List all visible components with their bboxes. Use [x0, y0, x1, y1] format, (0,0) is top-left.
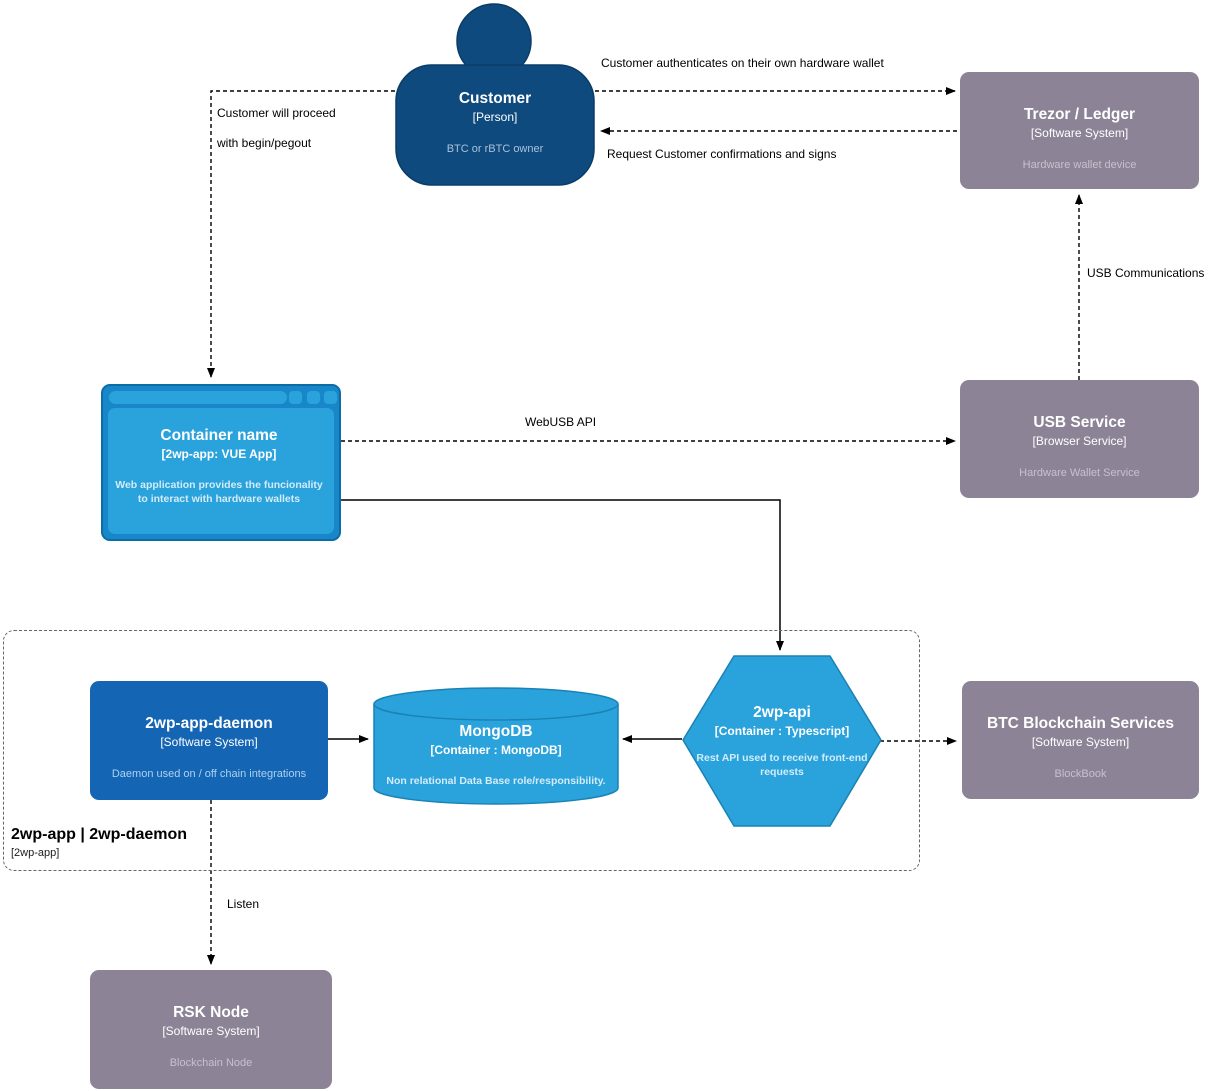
rsk-node[interactable]: RSK Node [Software System] Blockchain No…	[90, 970, 332, 1089]
usb-service-node[interactable]: USB Service [Browser Service] Hardware W…	[960, 380, 1199, 498]
btc-services-node[interactable]: BTC Blockchain Services [Software System…	[962, 681, 1199, 799]
api-subtitle: [Container : Typescript]	[714, 724, 850, 739]
customer-subtitle: [Person]	[472, 110, 518, 125]
customer-desc: BTC or rBTC owner	[446, 142, 544, 155]
browser-button-1	[289, 391, 302, 404]
edge-label-webusb: WebUSB API	[525, 415, 597, 429]
edge-webapp-api	[341, 499, 784, 651]
boundary-2wp-app[interactable]	[3, 630, 920, 871]
edge-label-proceed-line2: with begin/pegout	[217, 136, 312, 150]
browser-address-bar	[109, 391, 287, 404]
boundary-subtitle: [2wp-app]	[11, 847, 60, 859]
trezor-subtitle: [Software System]	[1030, 126, 1129, 141]
customer-node[interactable]: Customer [Person] BTC or rBTC owner	[395, 65, 595, 185]
mongodb-title: MongoDB	[459, 723, 533, 740]
daemon-title: 2wp-app-daemon	[145, 715, 273, 732]
customer-title: Customer	[458, 90, 532, 107]
mongodb-desc: Non relational Data Base role/responsibi…	[386, 774, 606, 787]
api-desc: Rest API used to receive front-end reque…	[696, 751, 868, 778]
daemon-desc: Daemon used on / off chain integrations	[111, 767, 307, 780]
api-title: 2wp-api	[753, 704, 811, 721]
api-node[interactable]: 2wp-api [Container : Typescript] Rest AP…	[682, 655, 882, 825]
edge-customer-webapp	[207, 90, 395, 378]
trezor-node[interactable]: Trezor / Ledger [Software System] Hardwa…	[960, 72, 1199, 189]
btc-services-desc: BlockBook	[1054, 767, 1107, 780]
rsk-subtitle: [Software System]	[162, 1024, 260, 1039]
usb-service-title: USB Service	[1033, 414, 1126, 431]
boundary-title: 2wp-app | 2wp-daemon	[11, 826, 188, 843]
usb-service-desc: Hardware Wallet Service	[1019, 466, 1140, 479]
mongodb-subtitle: [Container : MongoDB]	[430, 743, 562, 758]
webapp-node[interactable]: Container name [2wp-app: VUE App] Web ap…	[106, 406, 332, 532]
edge-label-usb-communications: USB Communications	[1087, 266, 1205, 280]
browser-button-3	[324, 391, 337, 404]
webapp-title: Container name	[160, 427, 278, 444]
edge-label-authenticate: Customer authenticates on their own hard…	[601, 56, 884, 70]
browser-button-2	[307, 391, 320, 404]
daemon-node[interactable]: 2wp-app-daemon [Software System] Daemon …	[90, 681, 328, 800]
daemon-subtitle: [Software System]	[160, 735, 258, 750]
rsk-desc: Blockchain Node	[169, 1056, 253, 1069]
usb-service-subtitle: [Browser Service]	[1032, 434, 1127, 449]
btc-services-subtitle: [Software System]	[1031, 735, 1130, 750]
btc-services-title: BTC Blockchain Services	[987, 715, 1174, 732]
trezor-desc: Hardware wallet device	[1022, 158, 1137, 171]
edge-label-proceed-line1: Customer will proceed	[217, 106, 336, 120]
browser-content-panel	[108, 408, 334, 534]
webapp-browser-window[interactable]	[101, 384, 341, 541]
webapp-desc: Web application provides the funcionalit…	[115, 478, 323, 505]
edge-label-listen: Listen	[227, 897, 260, 911]
edge-label-confirmations: Request Customer confirmations and signs	[607, 147, 837, 161]
webapp-subtitle: [2wp-app: VUE App]	[161, 447, 277, 462]
trezor-title: Trezor / Ledger	[1023, 106, 1136, 123]
mongodb-node[interactable]: MongoDB [Container : MongoDB] Non relati…	[373, 687, 619, 805]
rsk-title: RSK Node	[173, 1004, 249, 1021]
